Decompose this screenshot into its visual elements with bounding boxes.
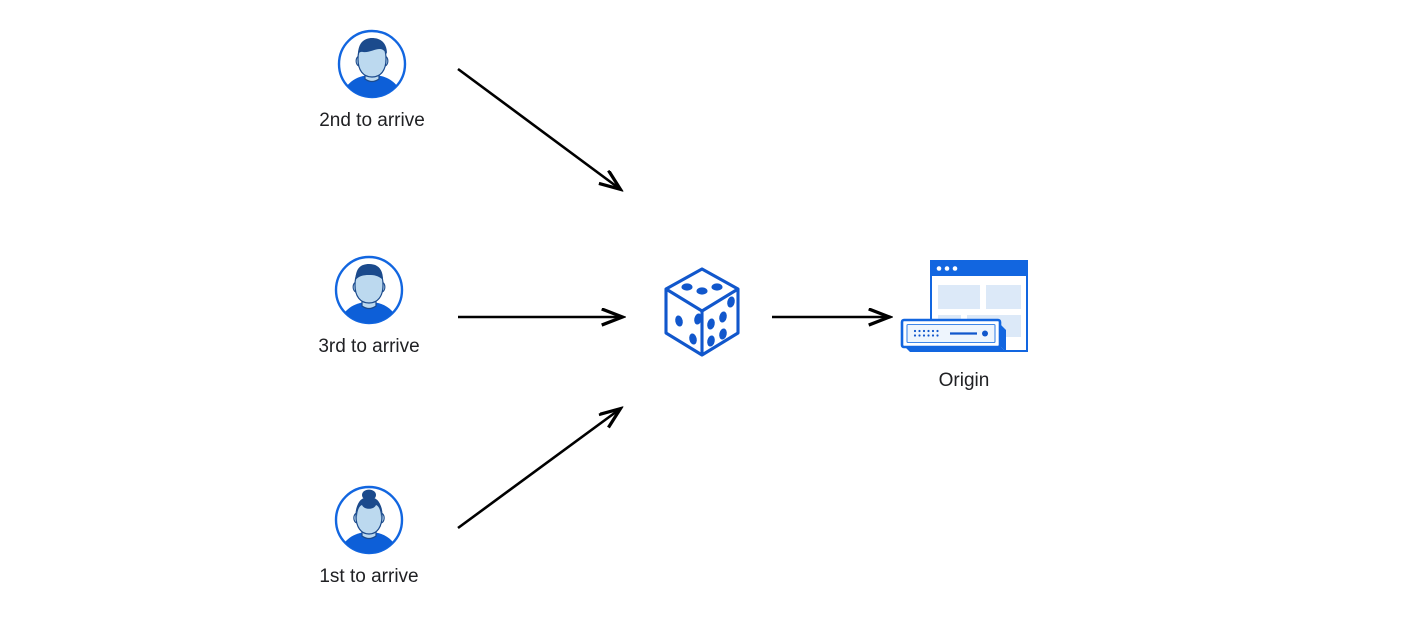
client-node-second: 2nd to arrive xyxy=(319,28,425,131)
arrow-first-to-dice xyxy=(457,409,620,530)
client-label-second: 2nd to arrive xyxy=(319,110,425,131)
random-selector-node xyxy=(658,263,746,363)
client-node-first: 1st to arrive xyxy=(319,484,419,587)
origin-server-icon xyxy=(900,260,1028,352)
user-avatar-icon xyxy=(334,255,404,325)
dice-icon xyxy=(664,267,740,357)
browser-window-icon xyxy=(930,260,1028,352)
user-avatar-icon xyxy=(334,485,404,555)
client-label-first: 1st to arrive xyxy=(319,566,419,587)
user-avatar-icon xyxy=(337,29,407,99)
client-node-third: 3rd to arrive xyxy=(318,254,420,357)
client-label-third: 3rd to arrive xyxy=(318,336,420,357)
origin-label: Origin xyxy=(938,370,990,391)
arrow-second-to-dice xyxy=(457,67,620,189)
origin-node: Origin xyxy=(896,258,1036,391)
server-appliance-icon xyxy=(900,318,1006,352)
